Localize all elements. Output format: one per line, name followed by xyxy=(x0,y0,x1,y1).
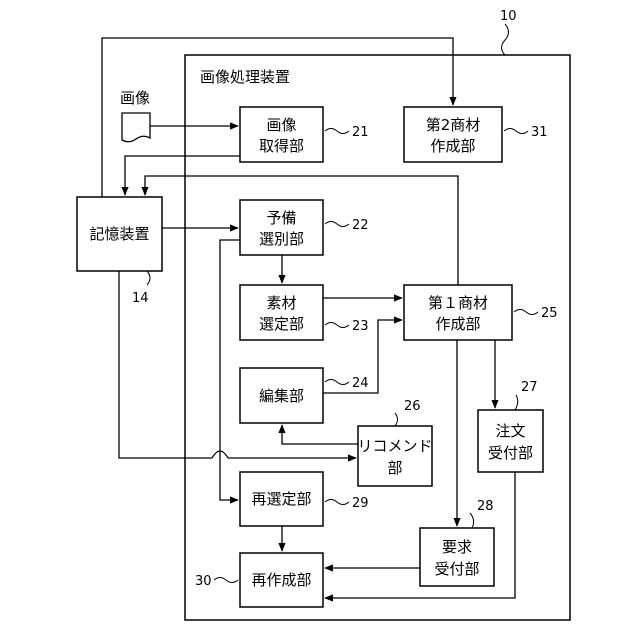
material-ref: 23 xyxy=(352,319,369,334)
first-product-line1: 第１商材 xyxy=(428,294,488,312)
storage-ref-leader xyxy=(147,271,150,285)
order-ref: 27 xyxy=(521,380,538,395)
second-product-line1: 第2商材 xyxy=(426,116,481,134)
second-product-line2: 作成部 xyxy=(430,137,475,155)
apparatus-ref-leader xyxy=(502,24,509,55)
second-product-creation-block: 第2商材 作成部 31 xyxy=(404,107,548,162)
material-line2: 選定部 xyxy=(259,315,304,333)
preliminary-line2: 選別部 xyxy=(259,230,304,248)
document-icon xyxy=(122,113,150,142)
material-selection-block: 素材 選定部 23 xyxy=(240,285,369,340)
image-acquisition-line1: 画像 xyxy=(266,116,296,134)
image-acquisition-block: 画像 取得部 21 xyxy=(240,107,369,162)
image-acquisition-line2: 取得部 xyxy=(259,137,304,155)
storage-ref: 14 xyxy=(132,291,149,306)
recommend-line2: 部 xyxy=(387,459,402,477)
recreation-line1: 再作成部 xyxy=(251,571,311,589)
recommend-block: リコメンド 部 26 xyxy=(357,399,432,486)
apparatus-title: 画像処理装置 xyxy=(200,68,290,86)
reselection-line1: 再選定部 xyxy=(251,490,311,508)
image-acquisition-ref: 21 xyxy=(352,125,369,140)
request-ref: 28 xyxy=(477,499,494,514)
order-line2: 受付部 xyxy=(488,444,533,462)
apparatus-ref: 10 xyxy=(500,9,517,24)
recommend-ref: 26 xyxy=(404,399,421,414)
storage-label: 記憶装置 xyxy=(89,225,149,243)
material-line1: 素材 xyxy=(266,294,296,312)
reselection-ref: 29 xyxy=(352,496,369,511)
preliminary-line1: 予備 xyxy=(266,209,296,227)
recommend-line1: リコメンド xyxy=(357,437,432,455)
editing-ref: 24 xyxy=(352,376,369,391)
second-product-ref: 31 xyxy=(531,125,548,140)
editing-block: 編集部 24 xyxy=(240,368,369,423)
recreation-ref: 30 xyxy=(195,574,212,589)
first-product-line2: 作成部 xyxy=(435,315,480,333)
order-reception-block: 注文 受付部 27 xyxy=(478,380,543,472)
order-line1: 注文 xyxy=(495,422,525,440)
preliminary-selection-block: 予備 選別部 22 xyxy=(240,200,369,255)
request-line2: 受付部 xyxy=(434,560,479,578)
first-product-ref: 25 xyxy=(541,306,558,321)
reselection-block: 再選定部 29 xyxy=(240,472,369,526)
recreation-block: 再作成部 30 xyxy=(195,553,323,607)
editing-line1: 編集部 xyxy=(259,387,304,405)
image-input-label: 画像 xyxy=(120,89,150,107)
first-product-creation-block: 第１商材 作成部 25 xyxy=(404,285,558,340)
preliminary-ref: 22 xyxy=(352,218,369,233)
request-line1: 要求 xyxy=(442,538,472,556)
